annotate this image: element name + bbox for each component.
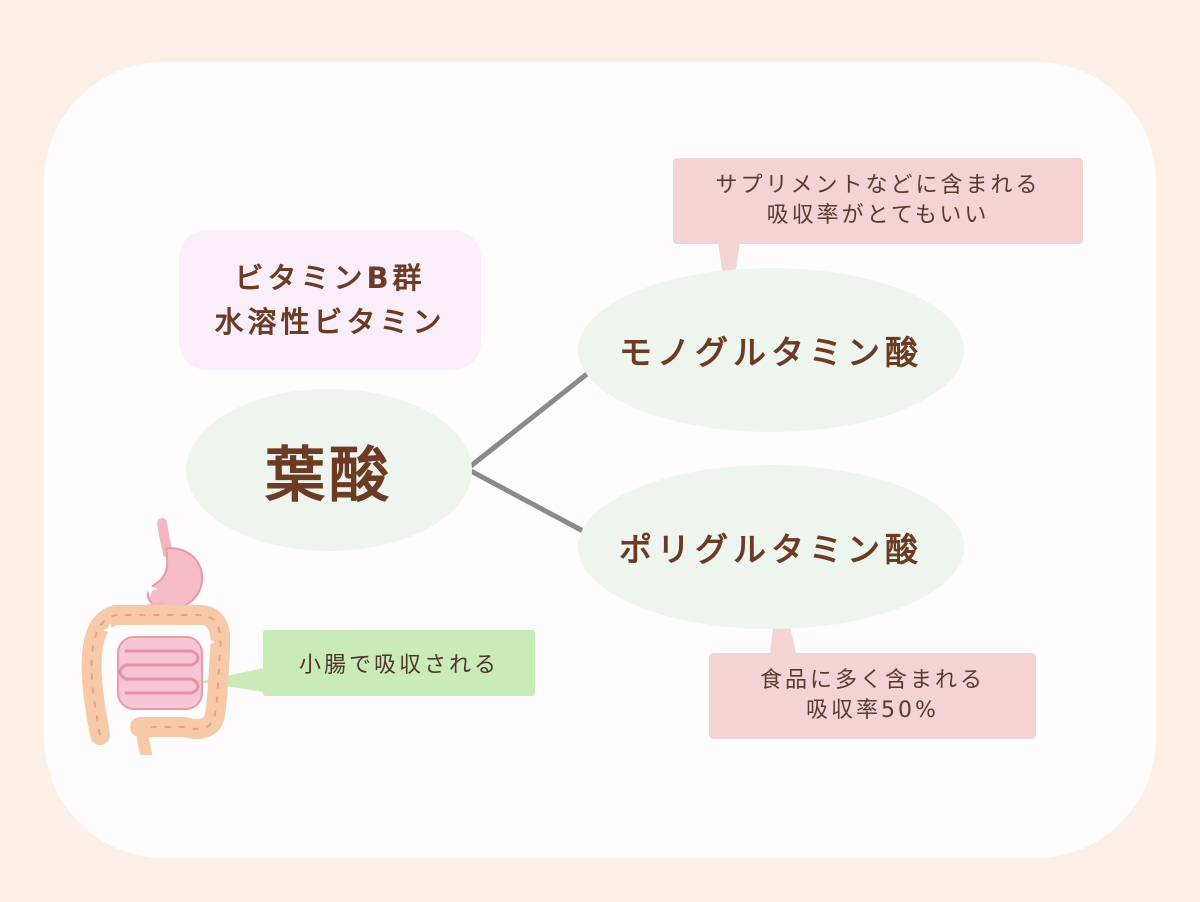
absorption-note: 小腸で吸収される — [263, 630, 535, 696]
note-line1: サプリメントなどに含まれる — [715, 173, 1041, 198]
branch-node-label: モノグルタミン酸 — [619, 333, 923, 372]
main-node-label: 葉酸 — [265, 440, 393, 511]
poly-note: 食品に多く含まれる 吸収率50% — [709, 653, 1036, 739]
category-box: ビタミンB群 水溶性ビタミン — [179, 230, 481, 370]
note-line2: 吸収率50% — [806, 698, 939, 723]
main-node: 葉酸 — [186, 389, 472, 551]
connector-line — [462, 372, 589, 534]
branch-node-label: ポリグルタミン酸 — [619, 530, 923, 569]
branch-node-mono: モノグルタミン酸 — [578, 268, 964, 432]
mono-note: サプリメントなどに含まれる 吸収率がとてもいい — [673, 158, 1083, 244]
branch-node-poly: ポリグルタミン酸 — [578, 465, 964, 629]
absorption-note-text: 小腸で吸収される — [298, 653, 499, 678]
category-line1: ビタミンB群 — [234, 261, 426, 295]
note-line2: 吸収率がとてもいい — [766, 203, 990, 228]
digestive-tract-icon — [81, 518, 230, 755]
category-line2: 水溶性ビタミン — [214, 305, 446, 339]
note-line1: 食品に多く含まれる — [759, 668, 985, 693]
